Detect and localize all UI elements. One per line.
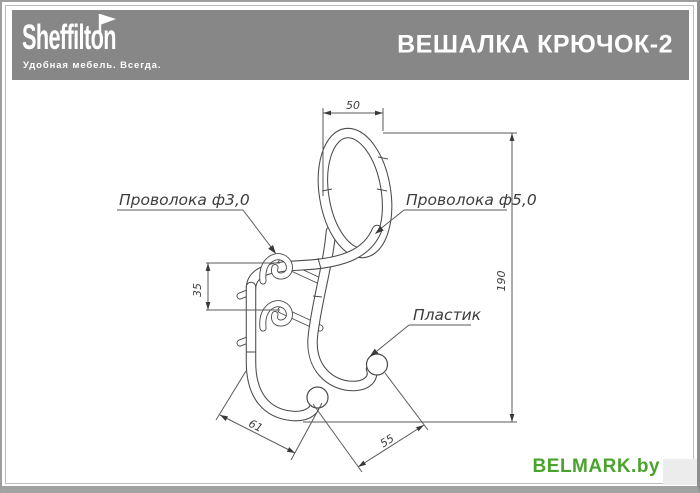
dim-top-width: 50 <box>346 99 360 112</box>
dim-bottom-left: 61 <box>246 417 264 435</box>
dim-total-height: 190 <box>495 271 508 292</box>
dimension-35: 35 <box>191 262 280 311</box>
logo-tagline: Удобная мебель. Всегда. <box>23 60 162 71</box>
watermark-box <box>663 459 697 485</box>
dimension-55: 55 <box>312 372 429 473</box>
dim-bottom-right: 55 <box>378 432 397 450</box>
label-wire-5mm-text: Проволока ф5,0 <box>406 191 537 209</box>
logo-flag-icon <box>98 14 116 33</box>
brand-logo: Sheffilton Удобная мебель. Всегда. <box>12 10 252 80</box>
dimension-61: 61 <box>215 370 323 461</box>
label-plastic: Пластик <box>369 306 482 357</box>
label-wire-3mm-text: Проволока ф3,0 <box>119 191 250 209</box>
dim-clip-spacing: 35 <box>191 283 204 297</box>
logo-name: Sheffilton <box>22 18 116 57</box>
hook-body <box>236 127 393 422</box>
label-wire-5mm: Проволока ф5,0 <box>375 191 537 234</box>
dimension-50: 50 <box>322 99 384 196</box>
mounting-clip-bottom <box>259 300 293 332</box>
header-banner: Sheffilton Удобная мебель. Всегда. ВЕШАЛ… <box>12 10 689 80</box>
segment-ticks <box>246 156 389 353</box>
dimension-190: 190 <box>303 132 517 423</box>
label-plastic-text: Пластик <box>413 306 482 324</box>
mounting-clip-top <box>259 253 293 285</box>
label-wire-3mm: Проволока ф3,0 <box>117 191 276 254</box>
front-hook-wire <box>245 281 321 422</box>
page-title: ВЕШАЛКА КРЮЧОК-2 <box>397 30 673 59</box>
back-hook-wire <box>307 225 378 392</box>
watermark-text: BELMARK.by <box>532 456 660 477</box>
plastic-ball-front <box>306 386 329 409</box>
plastic-ball-back <box>365 353 389 376</box>
